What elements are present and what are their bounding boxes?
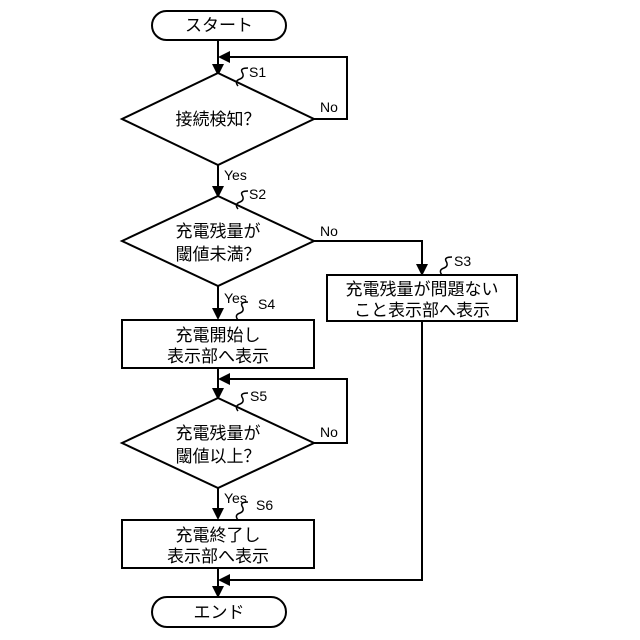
- branch-label-s1-no: No: [320, 99, 338, 115]
- step-label-s4: S4: [258, 296, 275, 312]
- decision-s5-label-line2: 閾値以上？: [176, 447, 261, 467]
- process-s3-label-line2: こと表示部へ表示: [354, 301, 490, 321]
- arrowhead: [218, 373, 230, 385]
- decision-s5-label-line1: 充電残量が: [176, 424, 261, 444]
- end-label: エンド: [194, 603, 245, 623]
- step-label-s5: S5: [250, 388, 267, 404]
- step-leader-s3: [440, 257, 452, 275]
- start-label: スタート: [185, 16, 253, 36]
- decision-s2-label-line1: 充電残量が: [176, 222, 261, 242]
- arrowhead: [212, 508, 224, 520]
- decision-s2-label-line2: 閾値未満？: [176, 245, 261, 265]
- branch-label-s5-yes: Yes: [224, 490, 247, 506]
- edge-s2-no-to-s3: [314, 241, 422, 268]
- step-label-s1: S1: [249, 64, 266, 80]
- process-s4-label-line1: 充電開始し: [176, 326, 261, 346]
- decision-s1-label: 接続検知？: [176, 110, 261, 130]
- branch-label-s2-no: No: [320, 223, 338, 239]
- arrowhead: [218, 51, 230, 63]
- step-label-s2: S2: [249, 186, 266, 202]
- branch-label-s1-yes: Yes: [224, 167, 247, 183]
- branch-label-s2-yes: Yes: [224, 290, 247, 306]
- arrowhead: [218, 574, 230, 586]
- branch-label-s5-no: No: [320, 424, 338, 440]
- process-s6-label-line1: 充電終了し: [176, 526, 261, 546]
- arrowhead: [212, 308, 224, 320]
- process-s3-label-line1: 充電残量が問題ない: [346, 280, 499, 300]
- process-s6-label-line2: 表示部へ表示: [167, 547, 269, 567]
- step-label-s6: S6: [256, 497, 273, 513]
- process-s4-label-line2: 表示部へ表示: [167, 347, 269, 367]
- step-label-s3: S3: [454, 253, 471, 269]
